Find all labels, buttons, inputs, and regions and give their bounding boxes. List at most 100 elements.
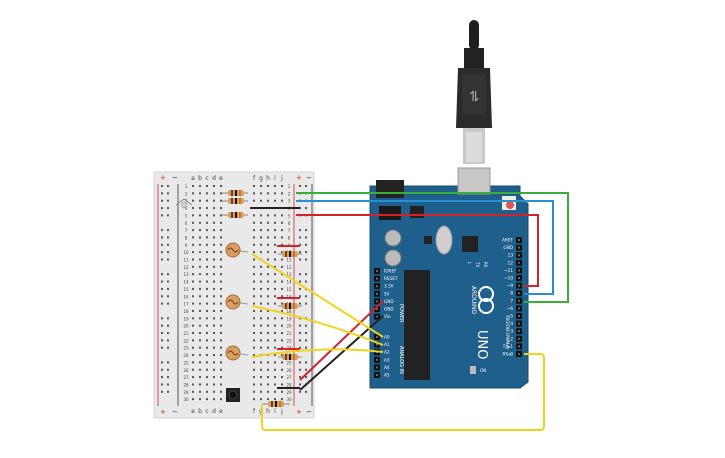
bb-row-label: 26 xyxy=(286,368,292,373)
wire-blue[interactable] xyxy=(296,200,554,295)
pin-label-gnd: GND xyxy=(384,299,394,304)
resistor-right-3[interactable] xyxy=(278,354,302,360)
photoresistor-1[interactable] xyxy=(225,242,249,258)
bb-row-label: 16 xyxy=(183,294,189,299)
wire-yellow-button[interactable] xyxy=(261,353,545,431)
bb-col-label-h: h xyxy=(266,408,270,415)
breadboard-jumpers xyxy=(250,207,300,389)
bb-col-label-j: j xyxy=(280,408,283,415)
bb-row-label: 18 xyxy=(183,309,189,314)
bb-row-label: 28 xyxy=(286,382,292,387)
resistor-top-3[interactable] xyxy=(222,212,248,218)
bb-col-label-a: a xyxy=(191,408,195,415)
bb-row-label: 8 xyxy=(288,235,291,240)
bb-row-label: 16 xyxy=(286,294,292,299)
bb-row-label: 20 xyxy=(286,324,292,329)
bb-row-label: 24 xyxy=(183,353,189,358)
led-top[interactable] xyxy=(175,198,193,209)
pin-label-5v: 5V xyxy=(384,291,390,296)
pin-label-2: 2 xyxy=(510,336,513,341)
rail-plus-bottom-right: + xyxy=(296,408,302,416)
bb-row-label: 5 xyxy=(185,213,188,218)
pin-label-gnd: GND xyxy=(503,245,513,250)
pin-label-a1: A1 xyxy=(384,342,390,347)
pin-label-tx1: TX▸1 xyxy=(502,344,514,349)
pin-label-a5: A5 xyxy=(384,373,390,378)
bb-row-label: 11 xyxy=(286,258,292,263)
rail-plus-bottom-left: + xyxy=(160,408,166,416)
bb-row-label: 22 xyxy=(286,338,292,343)
bb-row-label: 1 xyxy=(185,184,188,189)
bb-row-label: 15 xyxy=(286,287,292,292)
bb-row-label: 11 xyxy=(183,258,189,263)
bb-row-label: 7 xyxy=(185,228,188,233)
led-label-rx: RX xyxy=(483,262,488,268)
bb-row-label: 2 xyxy=(185,191,188,196)
bb-row-label: 30 xyxy=(286,397,292,402)
wire-green[interactable] xyxy=(296,192,569,303)
resistor-bottom[interactable] xyxy=(262,401,290,407)
bb-row-label: 21 xyxy=(286,331,292,336)
bb-row-label: 25 xyxy=(286,360,292,365)
pushbutton[interactable] xyxy=(226,388,240,402)
resistor-top-1[interactable] xyxy=(222,190,248,196)
svg-text:⇌: ⇌ xyxy=(466,90,482,102)
bb-row-label: 27 xyxy=(286,375,292,380)
pin-label-a3: A3 xyxy=(384,357,390,362)
pin-label-3: ~3 xyxy=(507,329,514,334)
bb-col-label-e: e xyxy=(219,175,223,182)
wire-yellow-a2[interactable] xyxy=(251,348,384,358)
wire-red-digital[interactable] xyxy=(296,214,539,287)
arduino-model: UNO xyxy=(474,330,489,359)
led-label-tx: TX xyxy=(475,261,480,267)
bb-row-label: 7 xyxy=(288,228,291,233)
digital-header-label: DIGITAL (PWM~) xyxy=(505,316,510,350)
bb-row-label: 26 xyxy=(183,368,189,373)
bb-col-label-j: j xyxy=(280,175,283,182)
bb-col-label-c: c xyxy=(205,175,208,182)
pin-label-rx0: RX◂0 xyxy=(502,352,513,357)
pin-label-ioref: IOREF xyxy=(384,269,397,274)
wire-yellow-a0[interactable] xyxy=(251,253,384,338)
pin-label-8: 8 xyxy=(510,291,513,296)
pin-label-10: ~10 xyxy=(504,276,513,281)
bb-col-label-b: b xyxy=(198,175,202,182)
rail-minus-top-left: − xyxy=(172,174,178,182)
bb-row-label: 6 xyxy=(288,221,291,226)
bb-row-label: 6 xyxy=(185,221,188,226)
bb-row-label: 2 xyxy=(288,191,291,196)
resistor-top-2[interactable] xyxy=(222,198,248,204)
rail-plus-top-right: + xyxy=(296,174,302,182)
pin-label-gnd: GND xyxy=(384,307,394,312)
bb-row-label: 17 xyxy=(183,302,189,307)
resistor-right-2[interactable] xyxy=(278,303,302,309)
photoresistor-2[interactable] xyxy=(225,294,249,310)
bb-col-label-d: d xyxy=(212,175,216,182)
wires xyxy=(251,192,569,431)
bb-col-label-i: i xyxy=(274,175,276,182)
arduino-brand: ARDUINO xyxy=(470,286,477,315)
bb-col-label-i: i xyxy=(274,408,276,415)
bb-row-label: 14 xyxy=(286,280,292,285)
bb-row-label: 18 xyxy=(286,309,292,314)
pin-label-aref: AREF xyxy=(502,238,513,243)
wire-red-5v[interactable] xyxy=(299,300,384,381)
wire-yellow-a1[interactable] xyxy=(251,305,384,346)
pin-label-a0: A0 xyxy=(384,335,390,340)
pin-label-33v: 3.3V xyxy=(384,284,394,289)
bb-col-label-b: b xyxy=(198,408,202,415)
pin-label-5: ~5 xyxy=(507,314,514,319)
rail-plus-top-left: + xyxy=(160,174,166,182)
bb-row-label: 29 xyxy=(286,390,292,395)
bb-row-label: 14 xyxy=(183,280,189,285)
analog-header-label: ANALOG IN xyxy=(398,346,404,374)
bb-row-label: 28 xyxy=(183,382,189,387)
photoresistor-3[interactable] xyxy=(225,345,249,361)
pin-label-12: 12 xyxy=(508,260,514,265)
bb-row-label: 13 xyxy=(286,272,292,277)
pin-label-a2: A2 xyxy=(384,350,390,355)
resistor-right-1[interactable] xyxy=(278,251,302,257)
bb-row-label: 4 xyxy=(185,206,188,211)
